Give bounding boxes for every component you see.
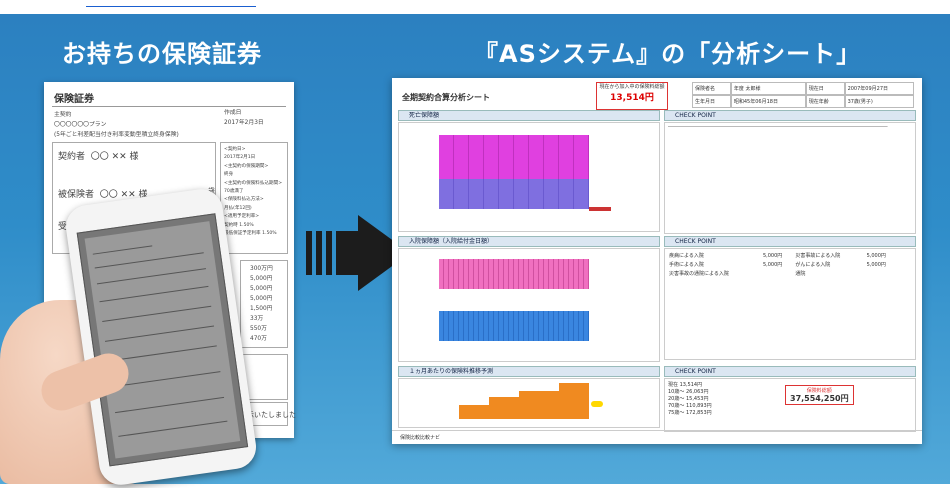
contract-notes: <契約日>2017年2月1日 <主契約の保険期間>終身 <主契約の保険料払込期間… [224,147,283,237]
premium-row: 75歳〜 172,853円 [668,410,712,416]
premium-row: 70歳〜 110,893円 [668,403,712,409]
section-death-benefit: 死亡保障額 [398,110,660,121]
certificate-title: 保険証券 [54,94,94,105]
hospital-benefit-chart [398,248,660,362]
check-point-1-notes [664,122,916,234]
scanned-document-image [84,221,241,459]
death-benefit-chart [398,122,660,232]
top-link-underline[interactable] [86,0,256,7]
section-hospital-benefit: 入院保障額（入院給付金日額） [398,236,660,247]
amount-box [240,260,288,348]
check-point-2: CHECK POINT [664,236,916,247]
right-heading: 『ASシステム』の「分析シート」 [474,40,862,68]
plan-info: 主契約 〇〇〇〇〇〇プラン (5年ごと利差配当付き利率変動型積立終身保険) [54,112,179,138]
sheet-title: 全期契約合算分析シート [402,93,490,102]
row-policyholder: 契約者 〇〇 ✕✕ 様 [58,152,139,162]
premium-row: 10歳〜 26,063円 [668,389,709,395]
premium-forecast-chart [398,378,660,428]
contract-notes-box [220,142,288,254]
left-heading: お持ちの保険証券 [62,40,262,68]
section-premium-forecast: １ヵ月あたりの保険料推移予測 [398,366,660,377]
check-point-1: CHECK POINT [664,110,916,121]
phone-screen [76,213,249,467]
creation-date: 作成日 2017年2月3日 [224,110,264,126]
divider [52,106,286,107]
check-point-3: CHECK POINT [664,366,916,377]
premium-row: 20歳〜 15,453円 [668,396,709,402]
check-point-3-notes: 現在 13,514円 10歳〜 26,063円 20歳〜 15,453円 70歳… [664,378,916,432]
sheet-footer: 保険比較比較ナビ [392,430,922,445]
premium-total-box: 保険料総額 37,554,250円 [785,385,854,405]
premium-row: 現在 13,514円 [668,382,703,388]
analysis-sheet: 全期契約合算分析シート 現在から加入中の保険料総額 13,514円 保険者名年度… [392,78,922,444]
premium-total-badge: 現在から加入中の保険料総額 13,514円 [596,82,668,110]
row-insured: 被保険者 〇〇 ✕✕ 様 [58,190,148,200]
